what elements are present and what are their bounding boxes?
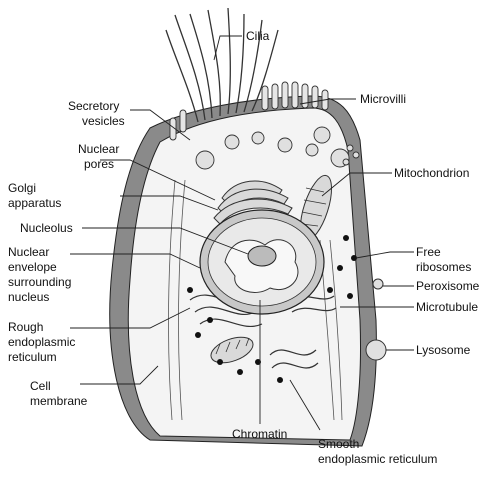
smooth-er [269,349,319,369]
lysosome [365,339,387,361]
leader-lines [70,35,414,431]
label-nuclear-envelope-1: Nuclear [8,245,49,259]
label-secretory-vesicles-2: vesicles [82,114,125,128]
label-golgi-1: Golgi [8,181,36,195]
label-lysosome: Lysosome [416,343,471,357]
label-nuclear-envelope-4: nucleus [8,290,49,304]
cilia [165,7,279,123]
label-free-ribosomes-2: ribosomes [416,260,471,274]
label-chromatin: Chromatin [232,427,287,441]
label-peroxisome: Peroxisome [416,279,480,293]
label-free-ribosomes-1: Free [416,245,441,259]
label-smooth-er-2: endoplasmic reticulum [318,452,437,466]
nucleolus [247,245,277,267]
label-nucleolus: Nucleolus [20,221,73,235]
nucleus [199,209,325,315]
golgi-apparatus [213,180,293,225]
secretory-vesicles [195,126,360,170]
label-nuclear-pores-2: pores [84,157,114,171]
label-mitochondrion: Mitochondrion [394,166,469,180]
label-rough-er-2: endoplasmic [8,335,75,349]
label-cell-membrane-1: Cell [30,379,51,393]
label-secretory-vesicles-1: Secretory [68,99,119,113]
peroxisome [372,278,384,290]
free-ribosomes [187,235,357,383]
mitochondrion-lower [210,336,254,364]
label-cilia: Cilia [246,29,270,43]
label-microtubule: Microtubule [416,300,478,314]
label-microvilli: Microvilli [360,92,406,106]
label-rough-er-3: reticulum [8,350,57,364]
label-smooth-er-1: Smooth [318,437,359,451]
label-nuclear-pores-1: Nuclear [78,142,119,156]
label-cell-membrane-2: membrane [30,394,88,408]
label-rough-er-1: Rough [8,320,43,334]
label-nuclear-envelope-2: envelope [8,260,57,274]
label-nuclear-envelope-3: surrounding [8,275,71,289]
mitochondrion [299,174,333,242]
microvilli [169,81,329,141]
label-golgi-2: apparatus [8,196,61,210]
